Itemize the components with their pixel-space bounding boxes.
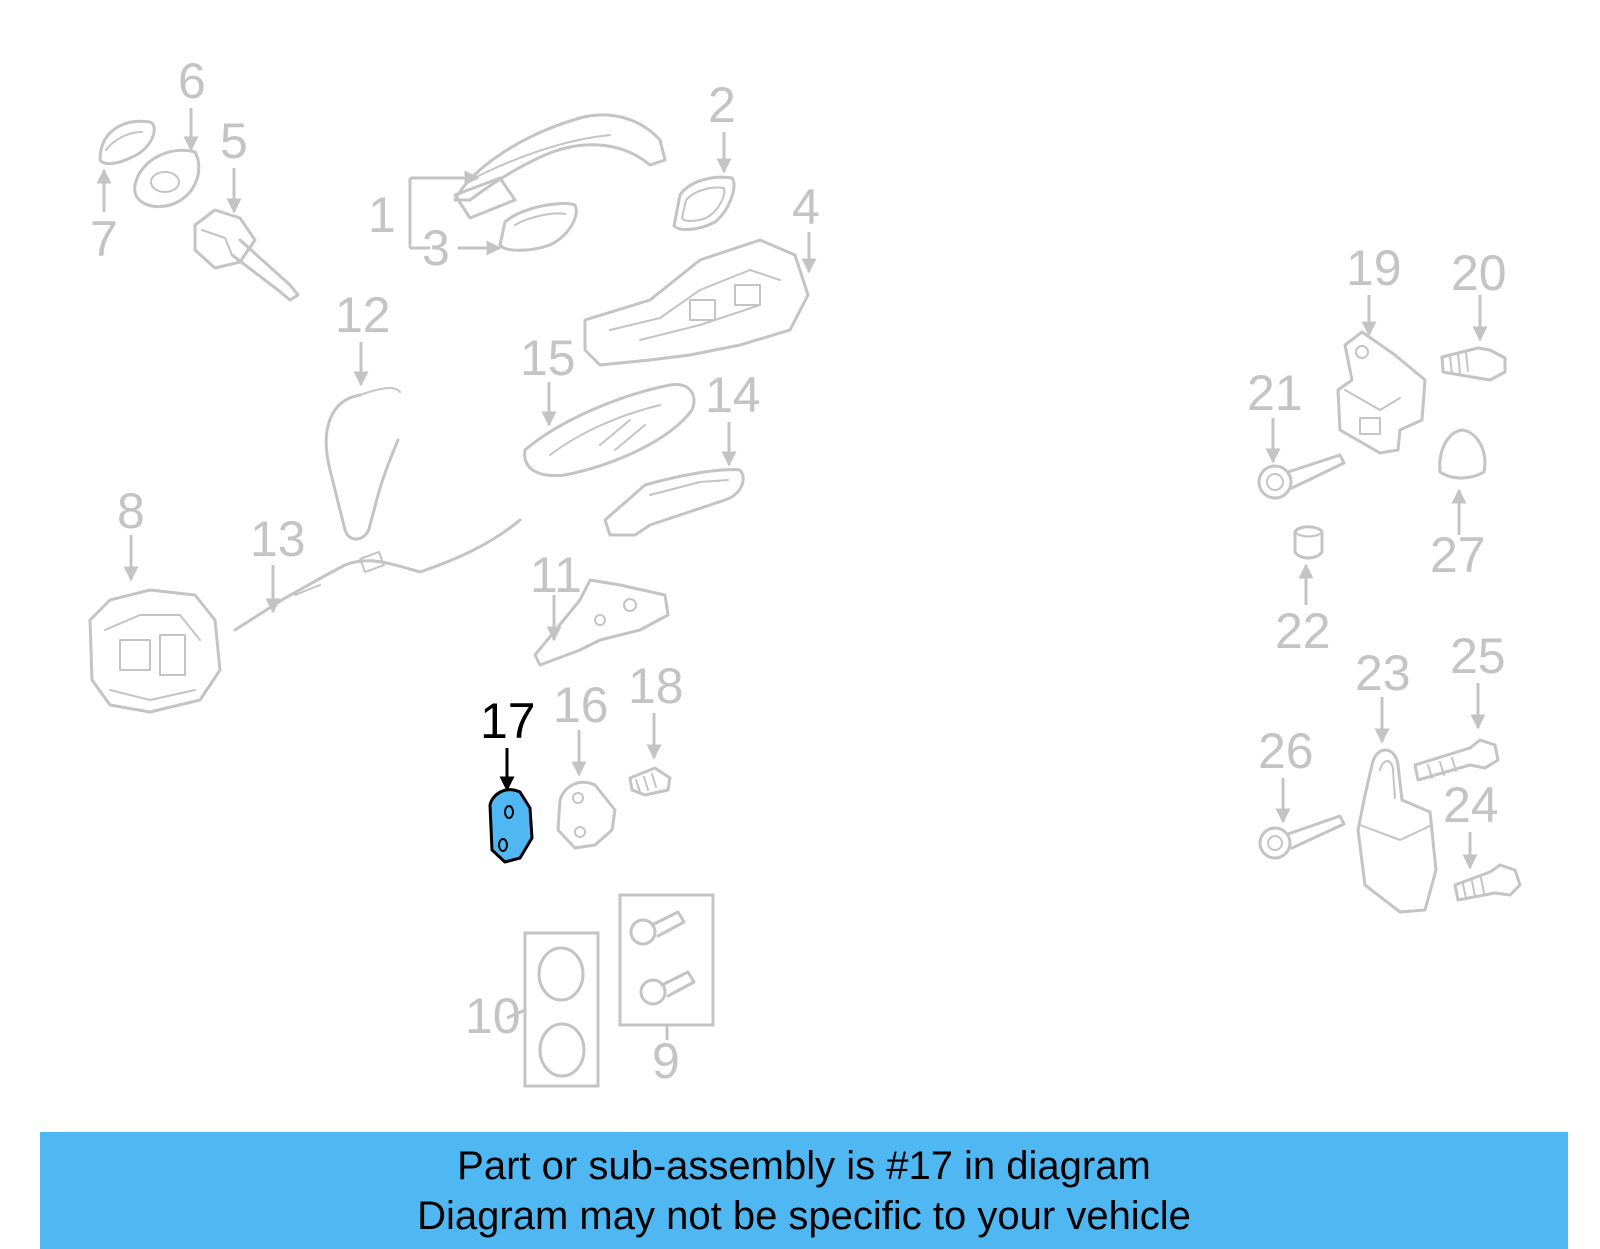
- callout-14: 14: [705, 367, 761, 423]
- leader-lines: [96, 108, 1488, 1040]
- callout-4: 4: [792, 179, 820, 235]
- callout-16: 16: [553, 677, 609, 733]
- info-banner: Part or sub-assembly is #17 in diagram D…: [40, 1132, 1568, 1249]
- part-26-bolt: [1258, 814, 1346, 860]
- part-18-screw: [628, 766, 672, 797]
- callout-15: 15: [520, 330, 576, 386]
- part-23-lower-hinge: [1356, 748, 1438, 914]
- part-1-outer-handle: [453, 113, 667, 220]
- part-4-handle-frame: [583, 238, 810, 367]
- callout-1: 1: [368, 187, 396, 243]
- part-17-gasket-highlighted: [488, 788, 534, 864]
- banner-line-part-number: Part or sub-assembly is #17 in diagram: [457, 1143, 1151, 1188]
- callout-7: 7: [90, 211, 118, 267]
- callout-numbers: 1 2 3 4 5 6 7 8 9 10 11 12 13 14 15 16 1…: [90, 53, 1507, 1089]
- callout-3: 3: [422, 220, 450, 276]
- part-9-bolts: [618, 893, 715, 1027]
- callout-18: 18: [628, 658, 684, 714]
- callout-24: 24: [1443, 777, 1499, 833]
- callout-8: 8: [117, 483, 145, 539]
- part-19-hinge: [1336, 330, 1427, 455]
- callout-2: 2: [708, 77, 736, 133]
- callout-22: 22: [1275, 603, 1331, 659]
- part-7-cap: [98, 119, 156, 166]
- callout-25: 25: [1450, 628, 1506, 684]
- callout-13: 13: [250, 511, 306, 567]
- callout-17: 17: [480, 693, 536, 749]
- callout-5: 5: [220, 113, 248, 169]
- part-25-bolt: [1413, 738, 1500, 782]
- part-20-bolt: [1440, 346, 1507, 382]
- part-27-cap: [1438, 428, 1487, 480]
- part-8-latch: [88, 588, 222, 714]
- callout-23: 23: [1355, 645, 1411, 701]
- callout-10: 10: [465, 988, 521, 1044]
- callout-11: 11: [530, 547, 582, 603]
- callout-26: 26: [1258, 723, 1314, 779]
- part-10-seals: [523, 931, 600, 1088]
- part-13-cable: [233, 518, 522, 632]
- part-14-inner-handle: [603, 468, 745, 537]
- banner-line-disclaimer: Diagram may not be specific to your vehi…: [417, 1193, 1191, 1238]
- part-12-cable: [324, 387, 401, 541]
- part-21-bolt: [1257, 453, 1346, 500]
- part-2-gasket: [672, 175, 736, 231]
- callout-21: 21: [1247, 365, 1303, 421]
- callout-19: 19: [1346, 240, 1402, 296]
- part-22-plug: [1293, 525, 1324, 560]
- part-24-bolt: [1453, 863, 1522, 902]
- callout-27: 27: [1430, 527, 1486, 583]
- part-5-lock-cylinder: [193, 208, 300, 302]
- part-6-escutcheon: [133, 148, 201, 208]
- callout-20: 20: [1451, 245, 1507, 301]
- callout-12: 12: [335, 287, 391, 343]
- part-11-bracket: [533, 578, 670, 667]
- part-15-inner-bezel: [523, 383, 696, 478]
- callout-9: 9: [652, 1033, 680, 1089]
- part-3-handle-bezel: [498, 202, 578, 252]
- callout-6: 6: [178, 53, 206, 109]
- part-16-striker-plate: [556, 780, 617, 850]
